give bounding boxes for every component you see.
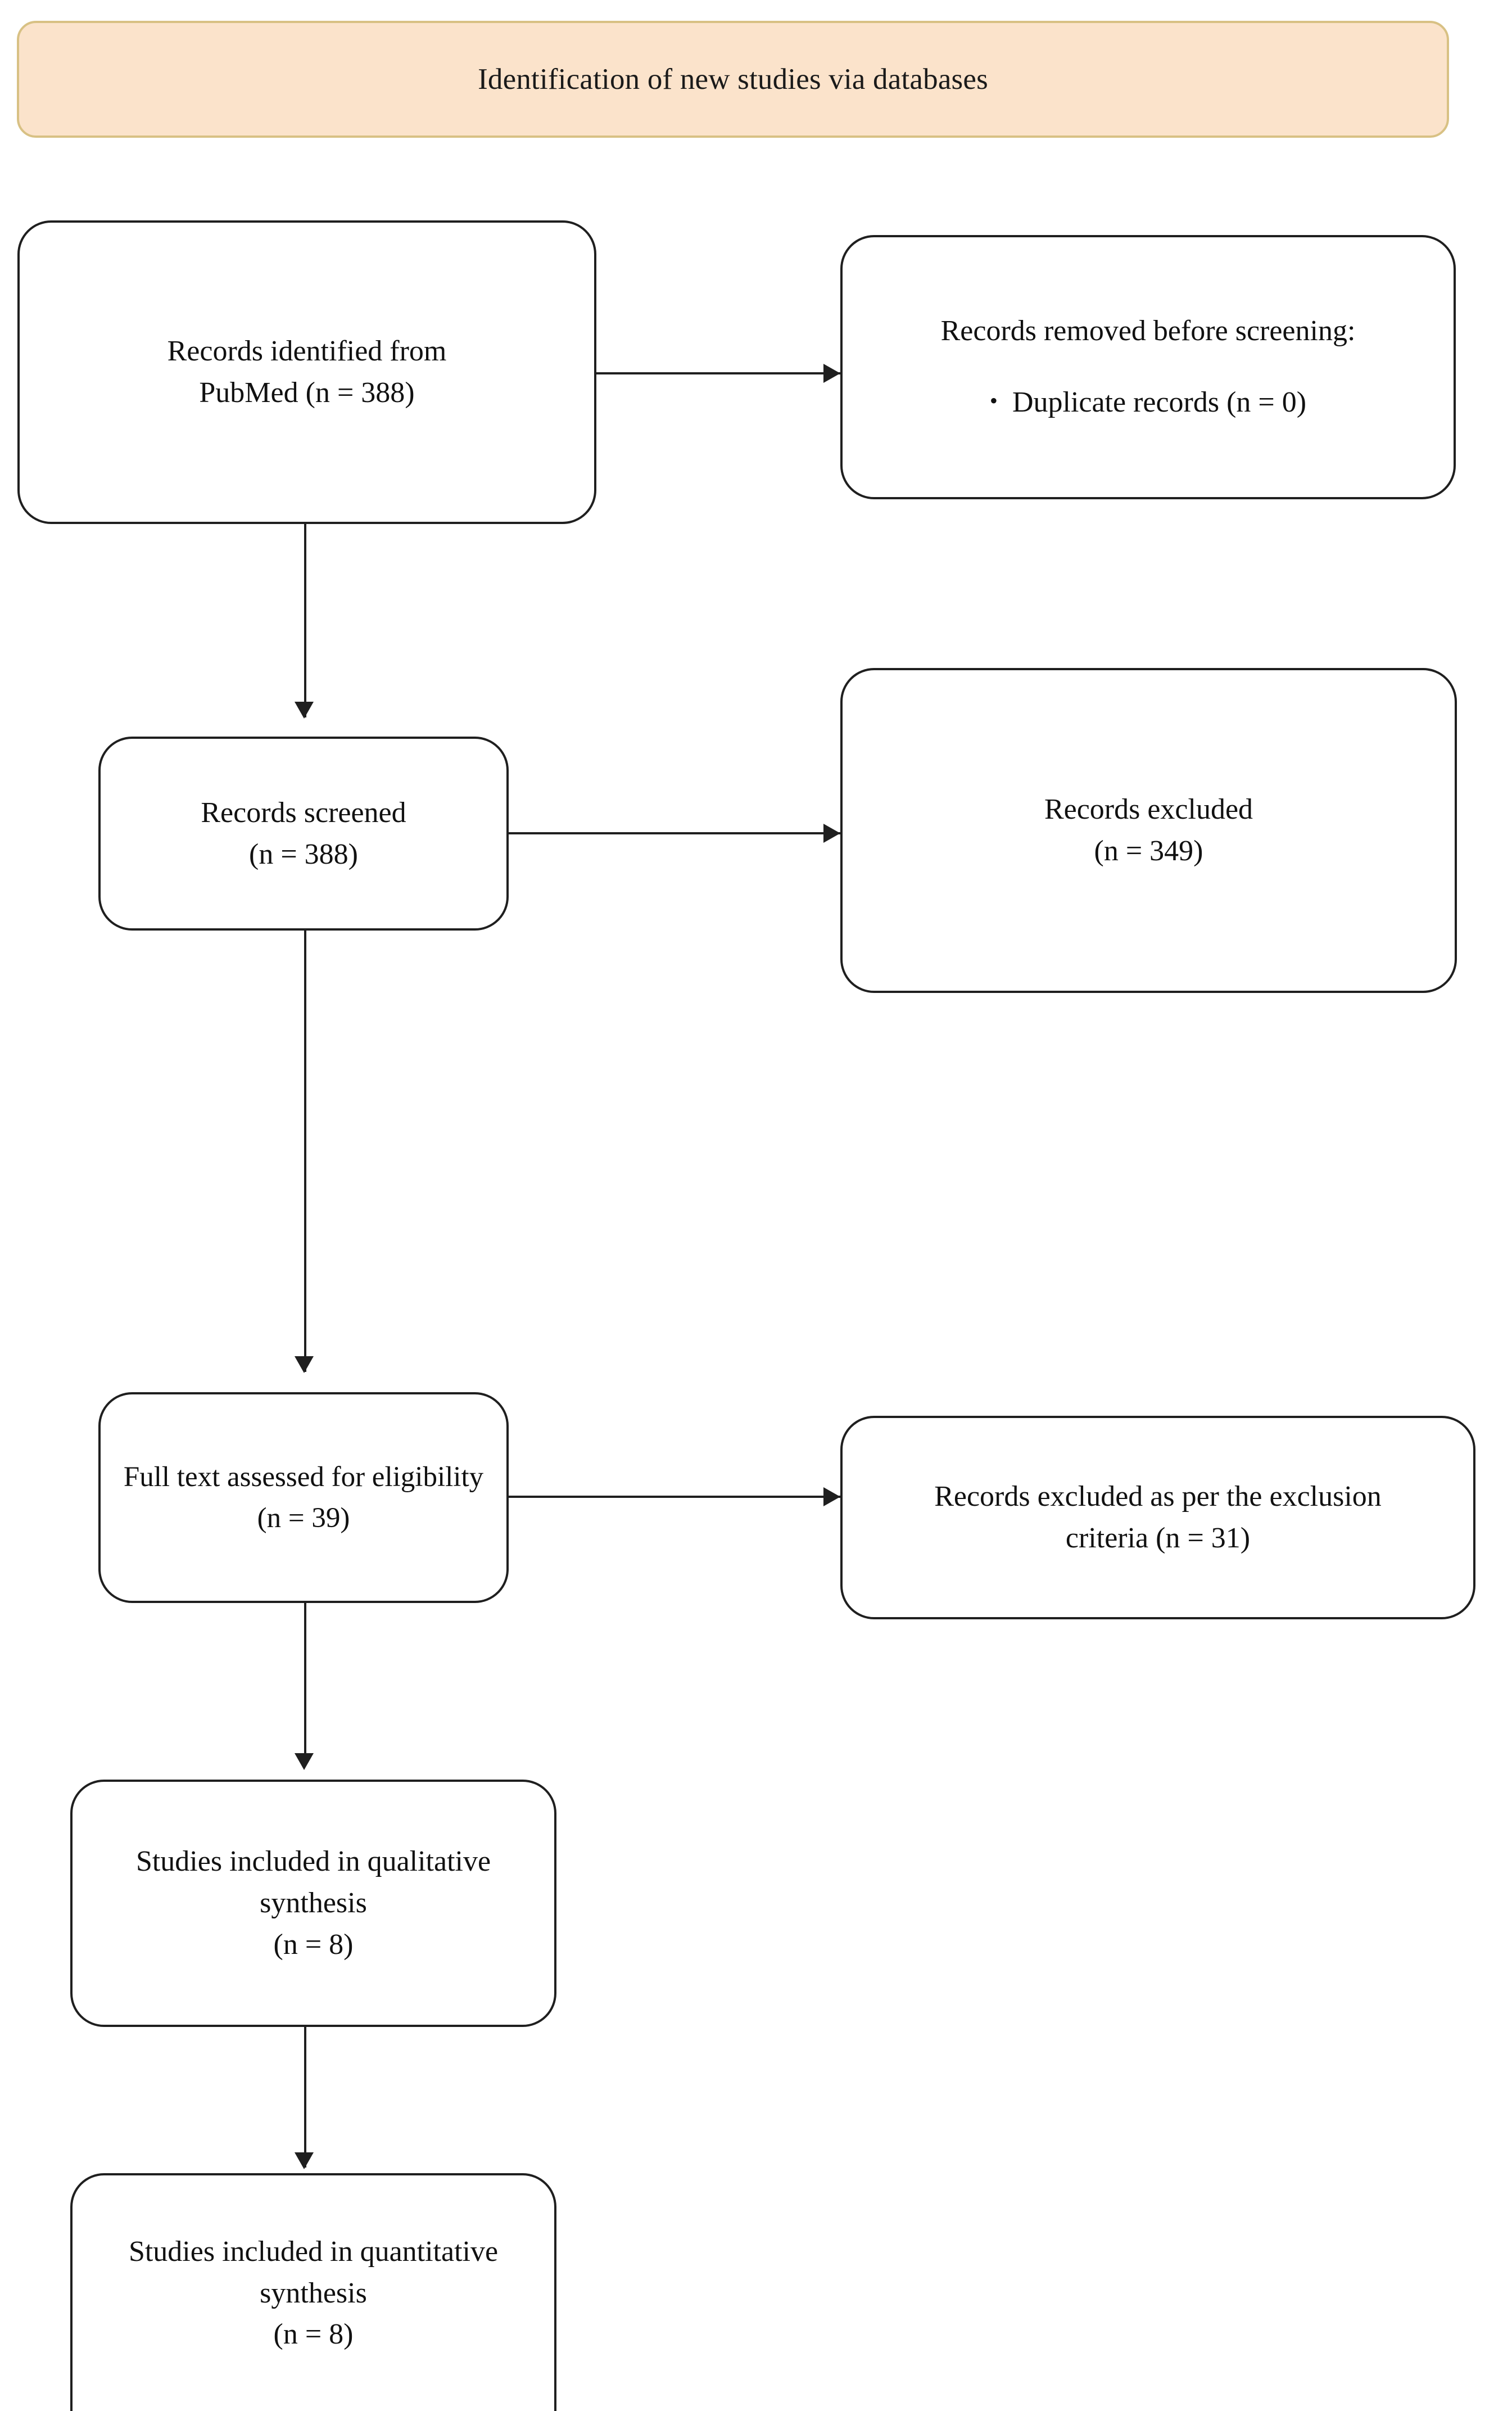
arrowhead-screened-to-fulltext	[295, 1356, 314, 1373]
banner-title: Identification of new studies via databa…	[478, 62, 988, 96]
arrowhead-fulltext-to-qualitative	[295, 1753, 314, 1770]
arrowhead-identified-to-removed	[823, 364, 840, 383]
connector-identified-to-removed	[596, 372, 840, 374]
node-records-screened: Records screened (n = 388)	[98, 737, 509, 931]
node-records-removed-bullet: • Duplicate records (n = 0)	[857, 382, 1439, 423]
connector-identified-to-screened	[304, 524, 306, 717]
node-quantitative-synthesis: Studies included in quantitative synthes…	[70, 2173, 556, 2411]
arrowhead-fulltext-to-excluded-criteria	[823, 1487, 840, 1506]
node-records-removed-heading: Records removed before screening:	[940, 315, 1356, 347]
connector-fulltext-to-qualitative	[304, 1603, 306, 1766]
connector-screened-to-excluded	[509, 832, 840, 834]
node-records-identified-text: Records identified from PubMed (n = 388)	[167, 335, 447, 409]
node-records-screened-text: Records screened (n = 388)	[201, 796, 406, 870]
node-records-removed: Records removed before screening: • Dupl…	[840, 235, 1456, 499]
connector-screened-to-fulltext	[304, 931, 306, 1372]
node-records-identified: Records identified from PubMed (n = 388)	[17, 220, 596, 524]
node-records-removed-bullet-text: Duplicate records (n = 0)	[1012, 386, 1307, 418]
connector-qualitative-to-quantitative	[304, 2027, 306, 2168]
identification-banner: Identification of new studies via databa…	[17, 21, 1449, 138]
node-records-excluded-screening: Records excluded (n = 349)	[840, 668, 1457, 993]
arrowhead-identified-to-screened	[295, 702, 314, 719]
node-qualitative-synthesis-text: Studies included in qualitative synthesi…	[135, 1845, 491, 1961]
node-records-excluded-criteria-text: Records excluded as per the exclusion cr…	[934, 1480, 1382, 1554]
node-fulltext-assessed-text: Full text assessed for eligibility (n = …	[123, 1461, 484, 1534]
arrowhead-screened-to-excluded	[823, 824, 840, 843]
arrowhead-qualitative-to-quantitative	[295, 2152, 314, 2169]
node-records-excluded-criteria: Records excluded as per the exclusion cr…	[840, 1416, 1475, 1619]
node-quantitative-synthesis-text: Studies included in quantitative synthes…	[128, 2235, 499, 2351]
bullet-icon: •	[989, 388, 998, 413]
connector-fulltext-to-excluded-criteria	[509, 1496, 840, 1498]
node-records-excluded-screening-text: Records excluded (n = 349)	[1044, 793, 1253, 867]
node-fulltext-assessed: Full text assessed for eligibility (n = …	[98, 1392, 509, 1603]
node-qualitative-synthesis: Studies included in qualitative synthesi…	[70, 1780, 556, 2027]
